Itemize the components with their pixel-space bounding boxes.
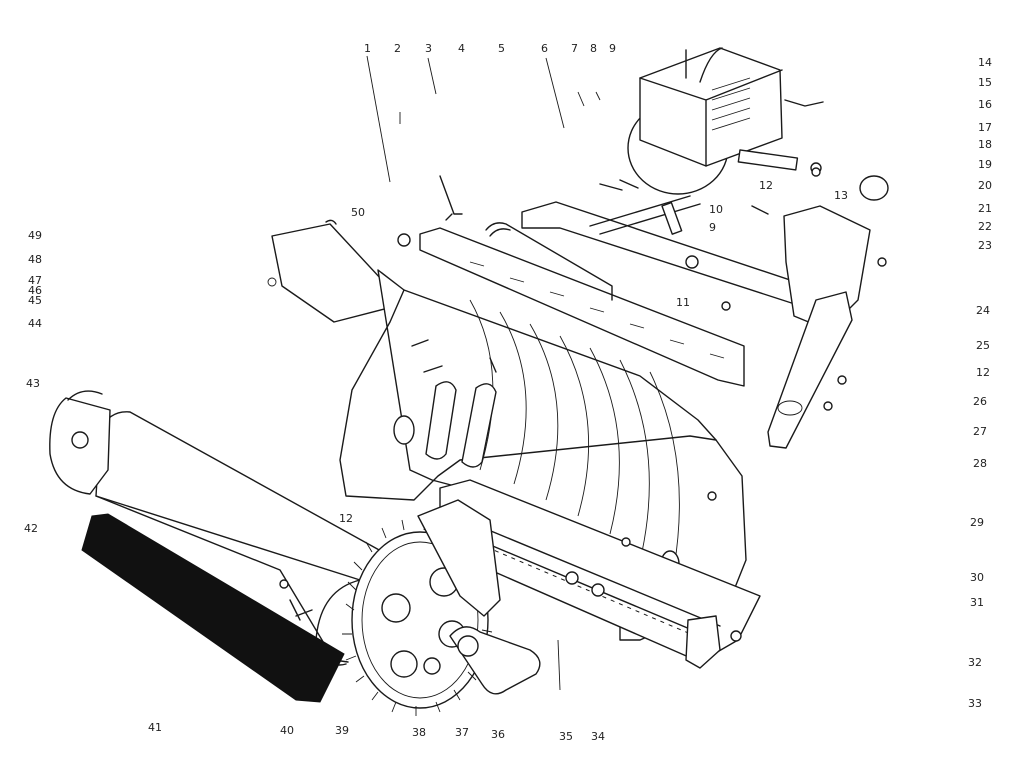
callout-label: 48 (28, 253, 42, 266)
callout-label: 16 (978, 98, 992, 111)
callout-label: 29 (970, 516, 984, 529)
callout-label: 21 (978, 202, 992, 215)
callout-label: 14 (978, 56, 992, 69)
callout-label: 24 (976, 304, 990, 317)
callout-label: 12 (759, 179, 773, 192)
callouts-top: 1 2 3 4 5 6 7 8 9 (364, 42, 616, 55)
callout-label: 33 (968, 697, 982, 710)
callout-label: 4 (458, 42, 465, 55)
leader-lines (366, 55, 601, 691)
callout-label: 46 (28, 284, 42, 297)
callout-label: 50 (351, 206, 365, 219)
callout-label: 39 (335, 724, 349, 737)
callout-label: 13 (834, 189, 848, 202)
callout-label: 25 (976, 339, 990, 352)
callout-label: 26 (973, 395, 987, 408)
callout-label: 3 (425, 42, 432, 55)
cross-bar (419, 222, 745, 387)
callout-label: 1 (364, 42, 371, 55)
callout-label: 9 (709, 221, 716, 234)
callout-label: 20 (978, 179, 992, 192)
auger-housing (339, 269, 747, 641)
callout-label: 36 (491, 728, 505, 741)
callouts-right: 14 15 16 17 18 19 20 21 22 23 24 25 12 2… (968, 56, 992, 710)
chute-cover (267, 219, 397, 323)
callout-label: 31 (970, 596, 984, 609)
callout-label: 2 (394, 42, 401, 55)
callouts-inner: 50 12 13 10 9 11 12 (339, 179, 848, 525)
callout-label: 5 (498, 42, 505, 55)
callout-label: 41 (148, 721, 162, 734)
callout-label: 40 (280, 724, 294, 737)
callout-label: 8 (590, 42, 597, 55)
callout-label: 18 (978, 138, 992, 151)
callout-label: 19 (978, 158, 992, 171)
callout-label: 34 (591, 730, 605, 743)
callout-label: 35 (559, 730, 573, 743)
callout-label: 49 (28, 229, 42, 242)
scraper-blade (81, 513, 345, 703)
callouts-bottom: 41 40 39 38 37 36 35 34 (148, 721, 605, 743)
callout-label: 45 (28, 294, 42, 307)
callouts-left: 49 48 47 46 45 44 43 42 (24, 229, 42, 535)
callout-label: 42 (24, 522, 38, 535)
callout-label: 9 (609, 42, 616, 55)
callout-label: 37 (455, 726, 469, 739)
callout-label: 12 (976, 366, 990, 379)
callout-label: 17 (978, 121, 992, 134)
callout-label: 12 (339, 512, 353, 525)
callout-label: 10 (709, 203, 723, 216)
auger-shaft (439, 479, 761, 669)
sprocket-and-chain (342, 499, 541, 716)
callout-label: 47 (28, 274, 42, 287)
callout-label: 11 (676, 296, 690, 309)
callout-label: 7 (571, 42, 578, 55)
hardware-fasteners (279, 167, 887, 589)
callout-label: 32 (968, 656, 982, 669)
callout-label: 23 (978, 239, 992, 252)
callout-label: 44 (28, 317, 42, 330)
callout-label: 27 (973, 425, 987, 438)
callout-label: 38 (412, 726, 426, 739)
callout-label: 43 (26, 377, 40, 390)
engine-assembly (627, 47, 824, 195)
callout-label: 6 (541, 42, 548, 55)
callout-label: 28 (973, 457, 987, 470)
callout-label: 30 (970, 571, 984, 584)
callout-label: 22 (978, 220, 992, 233)
callout-label: 15 (978, 76, 992, 89)
